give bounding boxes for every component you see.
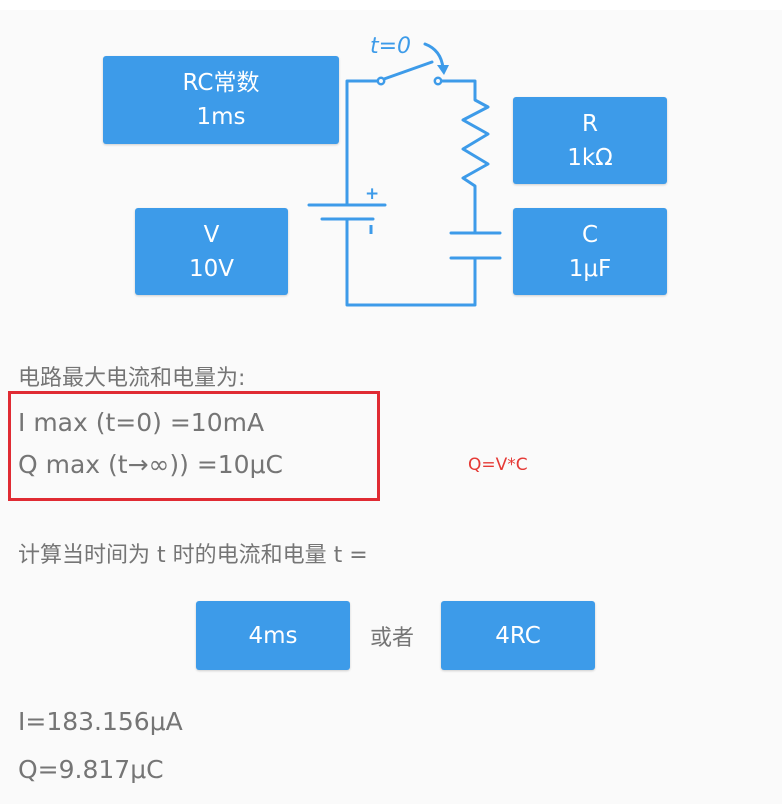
max-values-highlight <box>8 391 380 501</box>
rc-constant-value: 1ms <box>196 104 246 130</box>
current-result: I=183.156μA <box>18 707 183 736</box>
time-4ms-label: 4ms <box>248 622 298 649</box>
resistance-title: R <box>582 110 598 137</box>
charge-formula-annotation: Q=V*C <box>468 455 528 475</box>
voltage-value: 10V <box>188 255 234 282</box>
time-4rc-button[interactable]: 4RC <box>441 601 595 670</box>
max-current-text: I max (t=0) =10mA <box>18 408 265 437</box>
capacitance-value: 1μF <box>568 255 612 282</box>
voltage-title: V <box>203 221 220 248</box>
max-charge-text: Q max (t→∞)) =10μC <box>18 450 283 479</box>
capacitance-button[interactable]: C 1μF <box>513 208 667 295</box>
resistance-value: 1kΩ <box>567 144 613 171</box>
time-4ms-button[interactable]: 4ms <box>196 601 350 670</box>
time-4rc-label: 4RC <box>495 622 541 649</box>
or-label: 或者 <box>370 626 415 651</box>
calculation-prompt: 计算当时间为 t 时的电流和电量 t = <box>18 543 368 568</box>
rc-constant-button[interactable]: RC常数 1ms <box>103 56 339 144</box>
max-values-heading: 电路最大电流和电量为: <box>18 366 246 391</box>
voltage-button[interactable]: V 10V <box>135 208 288 295</box>
resistance-button[interactable]: R 1kΩ <box>513 97 667 184</box>
capacitance-title: C <box>581 221 599 248</box>
rc-constant-title: RC常数 <box>182 70 260 96</box>
charge-result: Q=9.817μC <box>18 755 164 784</box>
